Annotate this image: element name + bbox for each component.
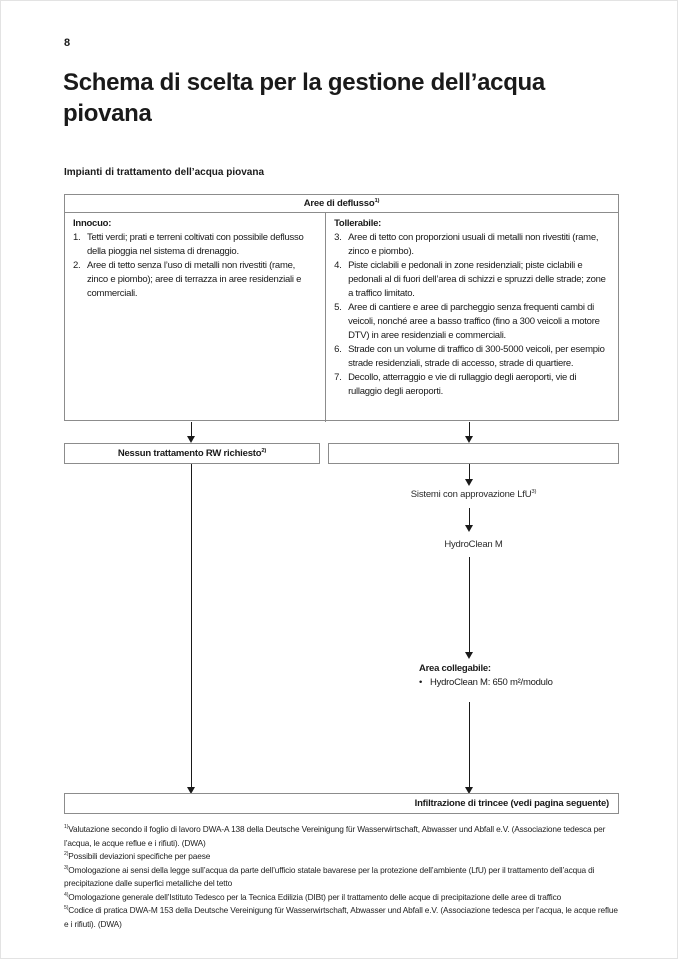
flow-connector-line (468, 422, 470, 436)
table-body: Innocuo: 1. Tetti verdi; prati e terreni… (65, 213, 618, 422)
bullet-icon: • (419, 677, 423, 688)
product-label: HydroClean M (444, 539, 503, 550)
runoff-areas-table: Aree di deflusso1) Innocuo: 1. Tetti ver… (64, 194, 619, 422)
arrow-down-icon (187, 436, 195, 443)
list-item-text: Decollo, atterraggio e vie di rullaggio … (348, 372, 577, 397)
connectable-area-item: • HydroClean M: 650 m²/modulo (419, 676, 609, 690)
list-item: 6. Strade con un volume di traffico di 3… (334, 343, 610, 371)
connectable-area-title: Area collegabile: (419, 663, 491, 674)
list-item-number: 5. (334, 302, 342, 313)
treatment-box (328, 443, 619, 464)
arrow-down-icon (465, 787, 473, 794)
list-item-number: 4. (334, 260, 342, 271)
list-item-text: Aree di tetto con proporzioni usuali di … (348, 232, 599, 257)
arrow-down-icon (465, 479, 473, 486)
footnote: 4)Omologazione generale dell’Istituto Te… (64, 891, 622, 905)
lfu-approval-label: Sistemi con approvazione LfU3) (328, 489, 619, 500)
list-item-number: 2. (73, 260, 81, 271)
connectable-area-block: Area collegabile: • HydroClean M: 650 m²… (419, 662, 609, 690)
flow-connector-line (468, 702, 470, 787)
footnote-text: Omologazione ai sensi della legge sull’a… (64, 864, 595, 889)
column-tollerabile: Tollerabile: 3. Aree di tetto con propor… (326, 213, 618, 422)
footnote: 1)Valutazione secondo il foglio di lavor… (64, 823, 622, 850)
column-tollerabile-label: Tollerabile: (334, 218, 382, 229)
list-item-number: 6. (334, 344, 342, 355)
arrow-down-icon (187, 787, 195, 794)
footnote-marker: 3) (64, 864, 69, 871)
list-item-number: 1. (73, 232, 81, 243)
list-item: 1. Tetti verdi; prati e terreni coltivat… (73, 231, 317, 259)
list-item-number: 7. (334, 372, 342, 383)
flow-connector-line (190, 464, 192, 787)
list-item: 2. Aree di tetto senza l’uso di metalli … (73, 259, 317, 301)
infiltration-result-label: Infiltrazione di trincee (vedi pagina se… (414, 798, 610, 809)
table-header-footnote-ref: 1) (374, 197, 380, 204)
footnote: 5)Codice di pratica DWA-M 153 della Deut… (64, 904, 622, 931)
column-innocuo-label: Innocuo: (73, 218, 112, 229)
footnotes-block: 1)Valutazione secondo il foglio di lavor… (64, 823, 622, 931)
footnote-marker: 5) (64, 905, 69, 912)
footnote-text: Omologazione generale dell’Istituto Tede… (68, 891, 562, 902)
list-item: 3. Aree di tetto con proporzioni usuali … (334, 231, 610, 259)
column-innocuo: Innocuo: 1. Tetti verdi; prati e terreni… (65, 213, 327, 422)
table-header-row: Aree di deflusso1) (65, 195, 618, 213)
footnote-text: Valutazione secondo il foglio di lavoro … (64, 824, 606, 848)
list-item: 7. Decollo, atterraggio e vie di rullagg… (334, 371, 610, 399)
arrow-down-icon (465, 525, 473, 532)
no-treatment-footnote-ref: 2) (261, 447, 267, 454)
flow-connector-line (468, 464, 470, 479)
list-item: 4. Piste ciclabili e pedonali in zone re… (334, 259, 610, 301)
page-title: Schema di scelta per la gestione dell’ac… (63, 69, 545, 127)
no-treatment-label: Nessun trattamento RW richiesto (117, 448, 262, 459)
lfu-approval-text: Sistemi con approvazione LfU (410, 489, 532, 500)
list-item: 5. Aree di cantiere e aree di parcheggio… (334, 301, 610, 343)
list-item-text: Piste ciclabili e pedonali in zone resid… (348, 260, 606, 299)
footnote-marker: 2) (64, 851, 69, 858)
section-heading: Impianti di trattamento dell’acqua piova… (64, 167, 265, 178)
footnote-marker: 4) (64, 891, 69, 898)
list-item-text: Aree di cantiere e aree di parcheggio se… (348, 302, 600, 341)
footnote-text: Possibili deviazioni specifiche per paes… (68, 851, 211, 861)
arrow-down-icon (465, 652, 473, 659)
list-item-text: Aree di tetto senza l’uso di metalli non… (87, 260, 302, 299)
footnote-marker: 1) (64, 824, 69, 831)
no-treatment-box: Nessun trattamento RW richiesto2) (64, 443, 320, 464)
footnote-text: Codice di pratica DWA-M 153 della Deutsc… (64, 905, 618, 929)
list-item-text: Tetti verdi; prati e terreni coltivati c… (87, 232, 304, 257)
infiltration-result-bar: Infiltrazione di trincee (vedi pagina se… (64, 793, 619, 814)
footnote: 3)Omologazione ai sensi della legge sull… (64, 864, 622, 891)
arrow-down-icon (465, 436, 473, 443)
connectable-area-value: HydroClean M: 650 m²/modulo (430, 677, 553, 688)
list-item-text: Strade con un volume di traffico di 300-… (348, 344, 605, 369)
lfu-footnote-ref: 3) (531, 488, 537, 495)
page-number: 8 (64, 37, 71, 49)
table-header-label: Aree di deflusso (303, 198, 375, 209)
list-item-number: 3. (334, 232, 342, 243)
footnote: 2)Possibili deviazioni specifiche per pa… (64, 850, 622, 864)
flow-connector-line (190, 422, 192, 436)
flow-connector-line (468, 557, 470, 652)
flow-connector-line (468, 508, 470, 525)
